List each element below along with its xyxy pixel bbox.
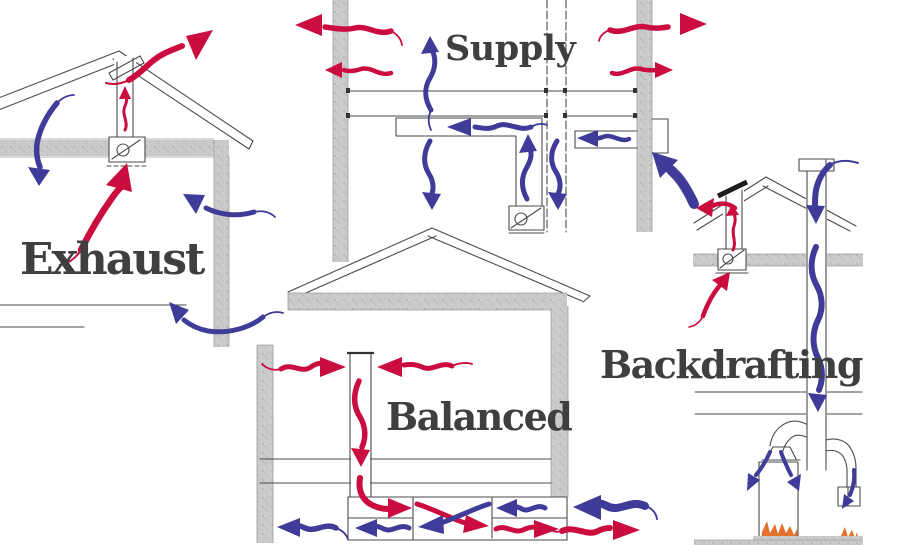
warm-air-arrow	[609, 62, 673, 78]
furnace	[825, 438, 861, 543]
floor-lines	[694, 391, 863, 415]
warm-air-arrow	[688, 272, 730, 328]
warm-air-arrow	[493, 520, 559, 538]
cold-air-arrow	[747, 450, 772, 491]
cold-air-arrow	[652, 152, 699, 209]
cold-air-arrow	[355, 519, 412, 537]
floor-slab	[694, 536, 863, 545]
ceiling-fan-icon	[715, 248, 749, 274]
ceiling-and-walls	[256, 292, 569, 543]
backdrafting-diagram	[688, 158, 863, 545]
warm-air-arrow	[598, 13, 707, 42]
cold-air-arrow	[573, 495, 658, 520]
backdrafting-label: Backdrafting	[600, 342, 863, 387]
window-lines	[0, 304, 187, 328]
warm-air-arrow	[59, 163, 132, 266]
warm-air-arrow	[261, 357, 346, 377]
exhaust-fan-icon	[106, 136, 148, 167]
cold-air-arrow	[183, 194, 276, 218]
cold-air-arrow	[277, 518, 349, 540]
cold-air-arrow	[418, 501, 492, 534]
balanced-diagram	[256, 227, 658, 543]
cold-air-arrow	[548, 138, 567, 210]
attic-vent-stack	[716, 179, 749, 255]
cold-air-arrow	[519, 134, 537, 202]
warm-air-arrow	[119, 86, 131, 132]
cold-air-arrow	[577, 130, 632, 147]
warm-air-arrow	[325, 62, 394, 78]
warm-air-arrow	[356, 475, 412, 518]
cold-air-arrow	[421, 36, 439, 131]
cold-air-arrow	[842, 468, 857, 509]
supply-duct	[395, 117, 638, 207]
warm-air-arrow	[726, 204, 739, 252]
supply-label: Supply	[445, 28, 576, 69]
wall-vent-hood	[651, 118, 669, 154]
exhaust-label: Exhaust	[20, 234, 205, 285]
cold-air-arrow	[806, 159, 859, 224]
cold-air-arrow	[447, 118, 548, 136]
cold-air-arrow	[808, 244, 827, 412]
warm-air-arrow	[377, 357, 473, 377]
cold-air-arrow	[422, 138, 441, 210]
warm-air-arrow	[351, 378, 370, 467]
cold-air-arrow	[496, 499, 548, 517]
warm-air-arrow	[105, 30, 213, 85]
warm-air-arrow	[547, 520, 640, 540]
floor-lines	[259, 458, 552, 484]
cold-air-arrow	[779, 450, 801, 491]
supply-fan-icon	[508, 205, 545, 234]
exhaust-diagram	[0, 30, 284, 347]
cold-air-arrow	[169, 302, 284, 335]
supply-diagram	[295, 0, 707, 262]
warm-air-arrow	[295, 14, 403, 46]
roof-outline	[287, 227, 591, 303]
roof-outline	[0, 50, 254, 150]
cold-air-arrow	[28, 94, 75, 186]
balanced-label: Balanced	[386, 394, 573, 439]
